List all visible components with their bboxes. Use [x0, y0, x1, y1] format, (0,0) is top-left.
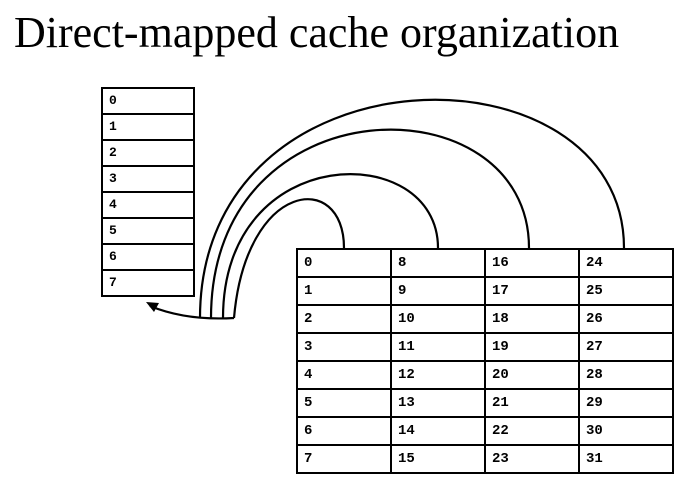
memory-block-cell: 25 — [578, 276, 674, 306]
memory-block-cell: 23 — [484, 444, 580, 474]
memory-row: 6 14 22 30 — [296, 416, 674, 446]
memory-block-cell: 0 — [296, 248, 392, 278]
cache-index-cell: 0 — [101, 87, 195, 115]
memory-block-cell: 8 — [390, 248, 486, 278]
memory-row: 1 9 17 25 — [296, 276, 674, 306]
memory-block-cell: 19 — [484, 332, 580, 362]
memory-block-cell: 1 — [296, 276, 392, 306]
memory-block-cell: 14 — [390, 416, 486, 446]
memory-block-cell: 16 — [484, 248, 580, 278]
memory-block-cell: 9 — [390, 276, 486, 306]
memory-block-cell: 5 — [296, 388, 392, 418]
cache-index-cell: 1 — [101, 113, 195, 141]
memory-block-cell: 2 — [296, 304, 392, 334]
memory-row: 5 13 21 29 — [296, 388, 674, 418]
cache-index-cell: 6 — [101, 243, 195, 271]
cache-line: 1 — [101, 113, 195, 141]
memory-row: 3 11 19 27 — [296, 332, 674, 362]
memory-block-cell: 24 — [578, 248, 674, 278]
cache-table: 0 1 2 3 4 5 6 7 — [101, 87, 195, 297]
memory-block-cell: 12 — [390, 360, 486, 390]
mapping-arc-block-16 — [209, 128, 531, 319]
memory-table: 0 8 16 24 1 9 17 25 2 10 18 26 3 11 19 2… — [296, 248, 674, 474]
mapping-arc-block-0 — [232, 198, 346, 319]
cache-index-cell: 3 — [101, 165, 195, 193]
page-title: Direct-mapped cache organization — [14, 8, 620, 57]
cache-line: 7 — [101, 269, 195, 297]
memory-row: 0 8 16 24 — [296, 248, 674, 278]
memory-block-cell: 7 — [296, 444, 392, 474]
arrowhead-icon — [146, 302, 159, 312]
cache-line: 4 — [101, 191, 195, 219]
memory-block-cell: 10 — [390, 304, 486, 334]
mapping-arc-block-24 — [198, 98, 626, 319]
cache-line: 3 — [101, 165, 195, 193]
memory-row: 7 15 23 31 — [296, 444, 674, 474]
memory-block-cell: 6 — [296, 416, 392, 446]
cache-index-cell: 7 — [101, 269, 195, 297]
memory-block-cell: 26 — [578, 304, 674, 334]
memory-block-cell: 31 — [578, 444, 674, 474]
cache-index-cell: 4 — [101, 191, 195, 219]
memory-block-cell: 29 — [578, 388, 674, 418]
cache-index-cell: 5 — [101, 217, 195, 245]
memory-block-cell: 13 — [390, 388, 486, 418]
cache-line: 0 — [101, 87, 195, 115]
cache-line: 5 — [101, 217, 195, 245]
memory-block-cell: 15 — [390, 444, 486, 474]
memory-block-cell: 3 — [296, 332, 392, 362]
memory-block-cell: 22 — [484, 416, 580, 446]
memory-block-cell: 18 — [484, 304, 580, 334]
memory-block-cell: 21 — [484, 388, 580, 418]
mapping-arc-block-8 — [221, 173, 440, 319]
mapping-arc-merge — [149, 304, 235, 320]
memory-block-cell: 20 — [484, 360, 580, 390]
memory-block-cell: 28 — [578, 360, 674, 390]
cache-line: 2 — [101, 139, 195, 167]
memory-block-cell: 11 — [390, 332, 486, 362]
memory-block-cell: 4 — [296, 360, 392, 390]
cache-index-cell: 2 — [101, 139, 195, 167]
memory-block-cell: 30 — [578, 416, 674, 446]
cache-line: 6 — [101, 243, 195, 271]
memory-row: 2 10 18 26 — [296, 304, 674, 334]
memory-block-cell: 17 — [484, 276, 580, 306]
memory-row: 4 12 20 28 — [296, 360, 674, 390]
memory-block-cell: 27 — [578, 332, 674, 362]
